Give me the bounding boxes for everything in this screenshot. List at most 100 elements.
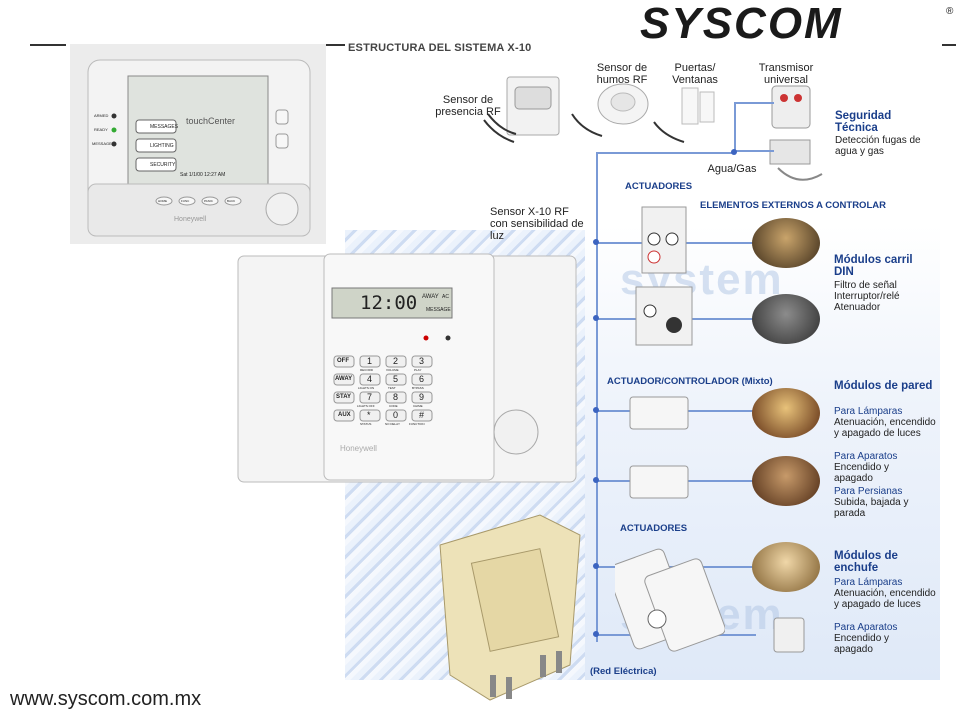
keypad-display-ac: AC <box>442 294 449 300</box>
seguridad-title: Seguridad Técnica <box>835 110 892 134</box>
scene-image <box>752 456 820 506</box>
power-transformer-image <box>439 514 581 701</box>
key-sub: VOLUME <box>386 368 399 372</box>
label-puertas: Puertas/ Ventanas <box>672 62 718 86</box>
wall-module-image <box>629 465 689 499</box>
touch-button[interactable]: PANIC <box>204 199 213 203</box>
syscom-logo: SYSCOM ® <box>640 2 954 46</box>
din-module-image <box>635 286 693 346</box>
scene-image <box>752 294 820 344</box>
key-sub: LIGHTS ON <box>358 386 375 390</box>
bus-branch <box>596 152 736 154</box>
scene-image <box>752 542 820 592</box>
scene-image <box>752 388 820 438</box>
menu-security[interactable]: SECURITY <box>150 162 176 168</box>
enchufe-desc: Atenuación, encendido y apagado de luces <box>834 588 936 610</box>
key-sub: LIGHTS OFF <box>357 404 375 408</box>
label-sensor-x10: Sensor X-10 RF con sensibilidad de luz <box>490 206 584 242</box>
pared-head: Para Lámparas <box>834 406 903 417</box>
key-sub: FUNCTION <box>409 422 425 426</box>
key-9[interactable]: 9 <box>419 392 425 402</box>
key-3[interactable]: 3 <box>419 356 425 366</box>
svg-text:®: ® <box>946 6 954 17</box>
bus-node <box>593 315 599 321</box>
bus-node <box>731 149 737 155</box>
key-4[interactable]: 4 <box>367 374 373 384</box>
pared-title: Módulos de pared <box>834 380 933 392</box>
bus-node <box>593 477 599 483</box>
key-0[interactable]: 0 <box>393 410 399 420</box>
touch-maker: Honeywell <box>174 216 207 223</box>
bus-node <box>593 631 599 637</box>
seguridad-desc: Detección fugas de agua y gas <box>835 135 921 157</box>
din-module-image <box>641 206 687 274</box>
key-2[interactable]: 2 <box>393 356 399 366</box>
rf-wave <box>571 113 603 137</box>
rf-wave <box>653 121 685 143</box>
key-sub: NO DELAY <box>385 422 400 426</box>
label-red-electrica: (Red Eléctrica) <box>590 666 657 677</box>
key-sub: CHIME <box>413 404 423 408</box>
touch-button[interactable]: HOME <box>158 199 167 203</box>
bus-node <box>593 239 599 245</box>
bus-line <box>596 152 598 642</box>
keypad-maker: Honeywell <box>340 444 377 453</box>
key-aux[interactable]: AUX <box>338 412 351 418</box>
key-sub: STATUS <box>360 422 372 426</box>
label-sensor-humos: Sensor de humos RF <box>596 62 648 86</box>
menu-messages[interactable]: MESSAGES <box>150 124 179 130</box>
pared-desc: Atenuación, encendido y apagado de luces <box>834 417 936 439</box>
bus-line-vertical <box>734 102 736 154</box>
label-agua-gas: Agua/Gas <box>707 163 757 175</box>
appliance-image <box>773 617 805 653</box>
key-sub: CODE <box>389 404 398 408</box>
enchufe-desc: Encendido y apagado <box>834 633 890 655</box>
key-sub: RECORD <box>360 368 374 372</box>
rf-wave <box>483 113 517 143</box>
section-actuador-controlador: ACTUADOR/CONTROLADOR (Mixto) <box>607 376 773 387</box>
key-off[interactable]: OFF <box>337 358 349 364</box>
touch-brand: touchCenter <box>186 116 236 126</box>
key-1[interactable]: 1 <box>367 356 373 366</box>
status-armed: ARMED <box>94 113 109 118</box>
key-hash[interactable]: # <box>419 410 425 420</box>
key-8[interactable]: 8 <box>393 392 399 402</box>
key-stay[interactable]: STAY <box>336 394 352 400</box>
pared-head: Para Aparatos <box>834 451 898 462</box>
keypad-display-time: 12:00 <box>360 292 418 314</box>
transmitter-image <box>771 85 811 129</box>
key-sub: BYPASS <box>412 386 424 390</box>
bus-node <box>593 563 599 569</box>
bus-node <box>593 407 599 413</box>
smoke-sensor-image <box>597 83 649 125</box>
key-6[interactable]: 6 <box>419 374 425 384</box>
key-7[interactable]: 7 <box>367 392 373 402</box>
touch-button[interactable]: BACK <box>227 199 236 203</box>
label-transmisor: Transmisor universal <box>758 62 814 86</box>
scene-image <box>752 218 820 268</box>
wall-module-image <box>629 396 689 430</box>
key-5[interactable]: 5 <box>393 374 399 384</box>
status-ready: READY <box>94 127 108 132</box>
pared-desc: Encendido y apagado <box>834 462 890 484</box>
section-actuadores-2: ACTUADORES <box>620 523 688 534</box>
key-away[interactable]: AWAY <box>335 376 353 382</box>
touch-button[interactable]: FUNC <box>181 199 190 203</box>
status-message: MESSAGE <box>92 141 112 146</box>
bus-branch <box>734 102 774 104</box>
key-star[interactable]: * <box>367 410 371 420</box>
enchufe-title: Módulos de enchufe <box>834 550 898 574</box>
footer-url[interactable]: www.syscom.com.mx <box>10 688 202 710</box>
header-line-left <box>30 44 66 46</box>
din-title: Módulos carril DIN <box>834 254 913 278</box>
menu-lighting[interactable]: LIGHTING <box>150 143 174 149</box>
section-actuadores: ACTUADORES <box>625 181 693 192</box>
pared-desc: Subida, bajada y parada <box>834 497 909 519</box>
keypad-display-mode: AWAY <box>422 294 439 300</box>
enchufe-head: Para Lámparas <box>834 577 903 588</box>
din-item: Atenuador <box>834 302 881 313</box>
label-sensor-presencia: Sensor de presencia RF <box>435 94 501 118</box>
touch-center-device: touchCenter ARMED READY MESSAGE MESSAGES… <box>70 44 326 244</box>
water-gas-detector-image <box>769 139 823 181</box>
din-item: Interruptor/relé <box>834 291 900 302</box>
